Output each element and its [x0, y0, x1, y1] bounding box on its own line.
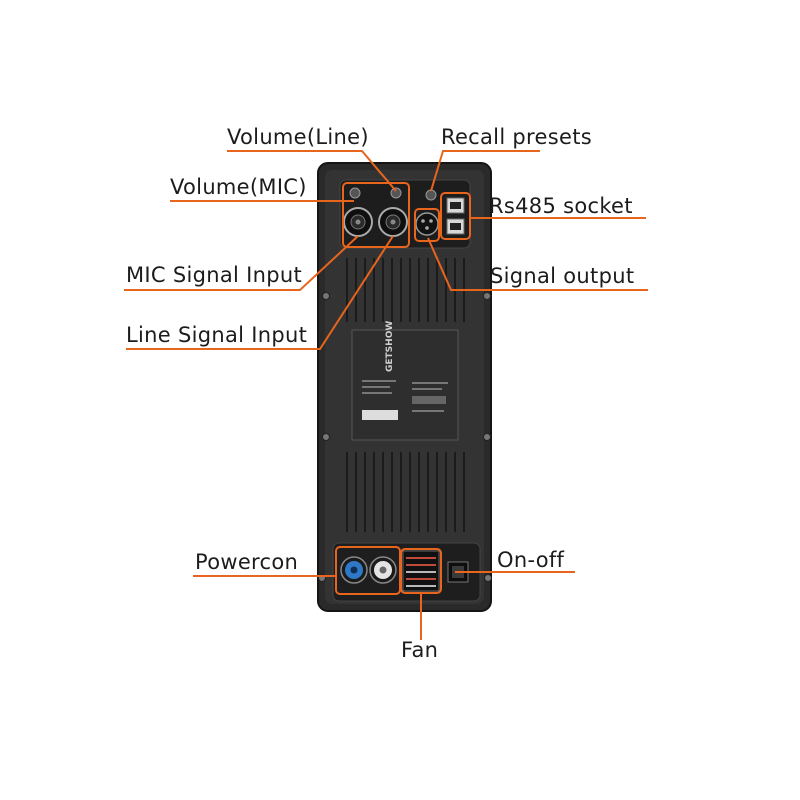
powercon-label: Powercon — [195, 550, 298, 574]
volume-mic-knob — [350, 188, 360, 198]
mic-signal-input-label: MIC Signal Input — [126, 263, 302, 287]
fan-grille — [403, 551, 439, 591]
mic-signal-input-jack — [344, 208, 372, 236]
volume-mic-label: Volume(MIC) — [170, 175, 307, 199]
signal-output-label: Signal output — [490, 264, 634, 288]
signal-output-jack — [416, 213, 438, 235]
brand-logo: GETSHOW — [385, 321, 395, 372]
powercon-out-connector — [370, 557, 396, 583]
recall-presets-label: Recall presets — [441, 125, 592, 149]
powercon-in-connector — [341, 557, 367, 583]
recall-presets-button — [426, 190, 436, 200]
fan-label: Fan — [401, 638, 438, 662]
top-control-area — [340, 180, 470, 248]
line-signal-input-jack — [379, 208, 407, 236]
on-off-label: On-off — [497, 548, 564, 572]
rs485-socket-label: Rs485 socket — [489, 194, 633, 218]
spec-label-plate — [352, 330, 458, 440]
volume-line-label: Volume(Line) — [227, 125, 369, 149]
line-signal-input-label: Line Signal Input — [126, 323, 307, 347]
